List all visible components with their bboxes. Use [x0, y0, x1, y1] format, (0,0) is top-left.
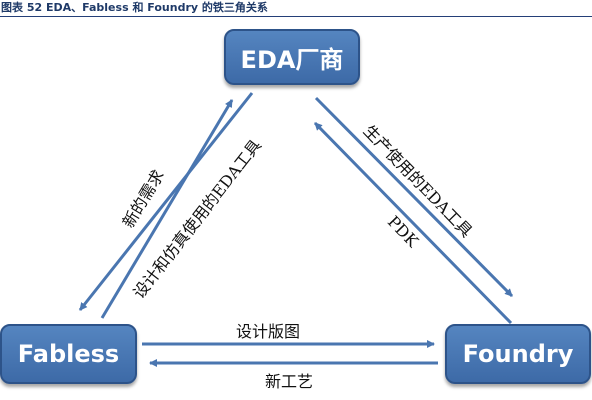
fabless-node: Fabless [0, 324, 137, 384]
arrow-eda-to-fabless [78, 92, 254, 311]
arrow-foundry-to-eda [313, 121, 513, 325]
foundry-node: Foundry [445, 324, 591, 384]
eda-vendor-node: EDA厂商 [224, 29, 360, 85]
arrow-eda-to-foundry [314, 96, 514, 298]
arrow-fabless-to-eda [100, 99, 234, 319]
figure-caption: 图表 52 EDA、Fabless 和 Foundry 的铁三角关系 [0, 0, 592, 17]
label-design-layout: 设计版图 [235, 322, 300, 341]
label-new-process: 新工艺 [264, 372, 313, 391]
